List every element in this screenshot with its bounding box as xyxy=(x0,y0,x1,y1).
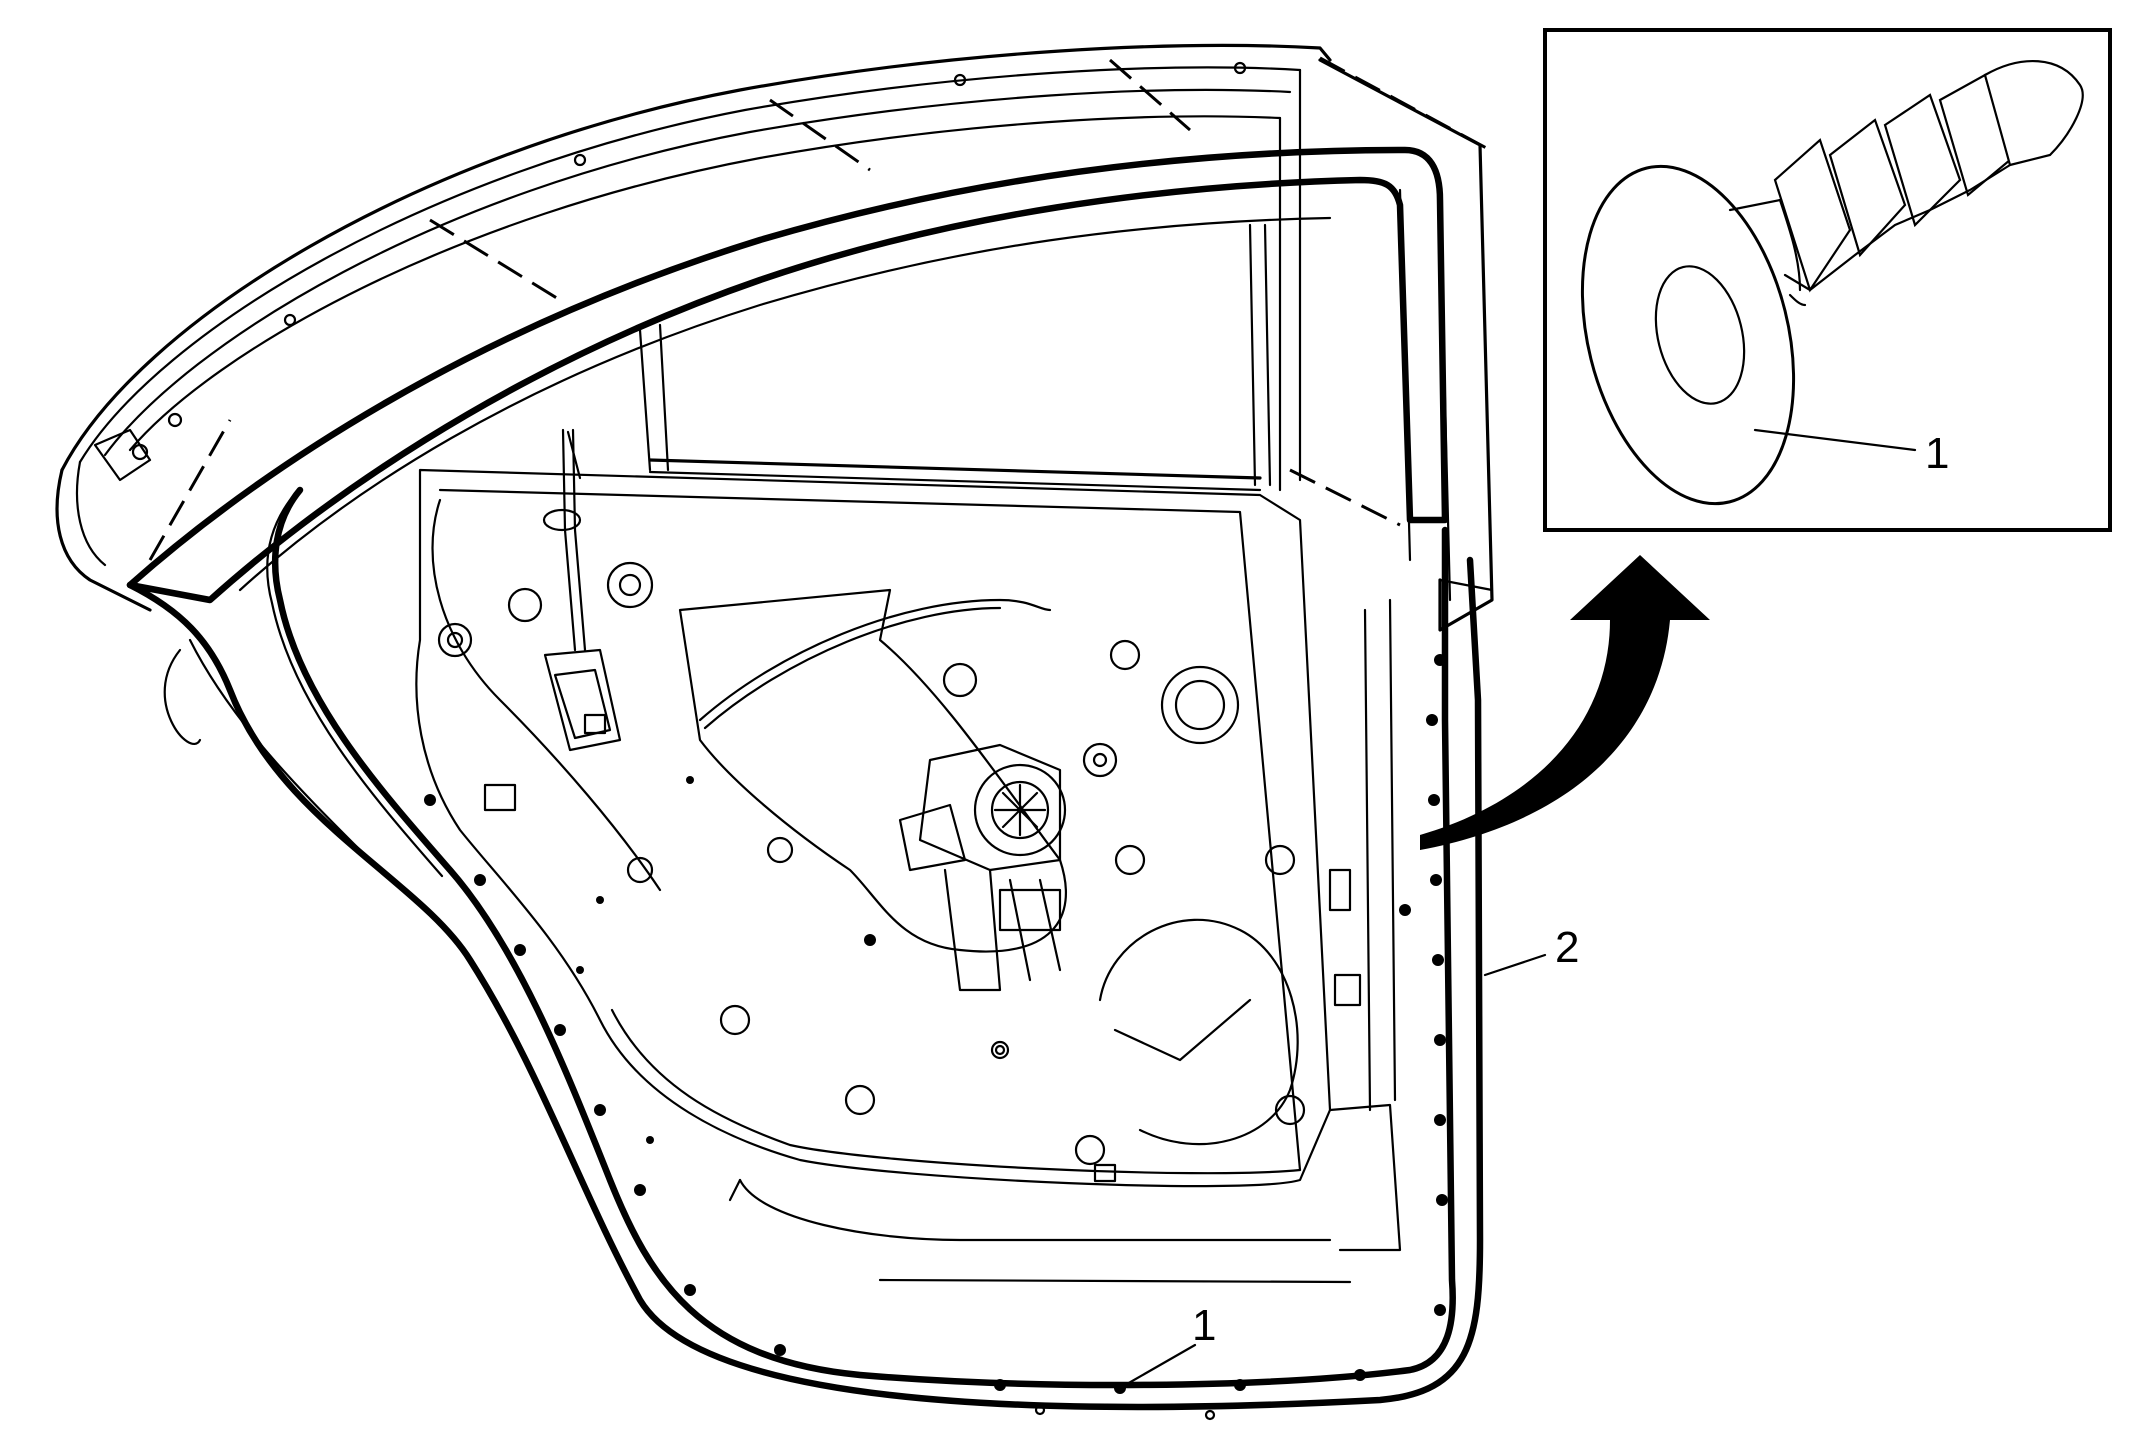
callout-2: 2 xyxy=(1483,923,1579,977)
callout-label-2: 2 xyxy=(1555,923,1579,972)
door-rear-pillar xyxy=(1278,58,1494,632)
door-seal-strip xyxy=(126,486,1484,1421)
door-window-frame xyxy=(55,43,1491,612)
curved-arrow-icon xyxy=(1420,555,1710,850)
clip-detail-inset: 1 xyxy=(1543,28,2112,532)
callout-label-1-inset: 1 xyxy=(1925,429,1949,478)
callout-1-door: 1 xyxy=(1118,1301,1216,1390)
window-opening xyxy=(126,146,1449,604)
callout-label-1-door: 1 xyxy=(1192,1301,1216,1350)
inner-door-panel xyxy=(415,428,1362,1188)
